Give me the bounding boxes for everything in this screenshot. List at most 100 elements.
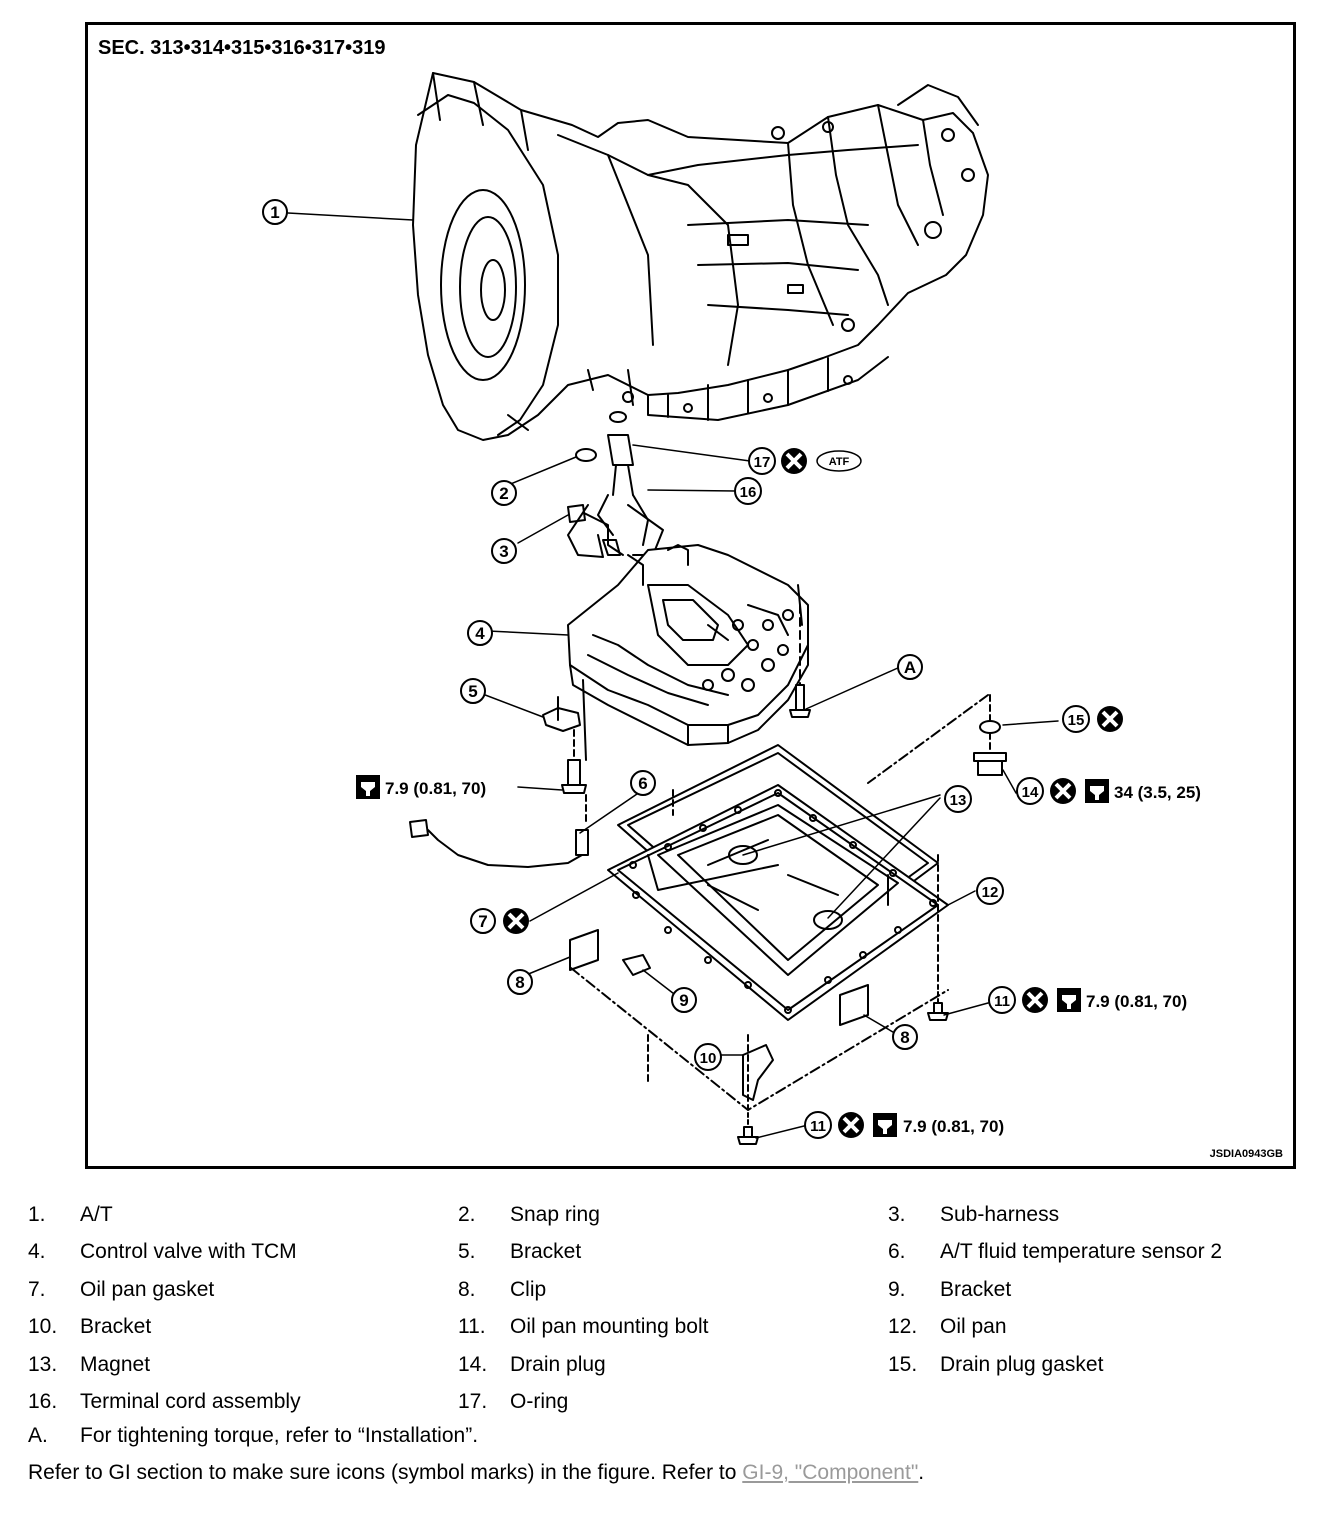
legend-row: 16.Terminal cord assembly 17.O-ring [28, 1384, 1318, 1422]
svg-text:11: 11 [810, 1118, 826, 1135]
svg-text:4: 4 [475, 624, 485, 643]
do-not-reuse-icon-17 [781, 448, 807, 474]
callouts: 1 2 3 4 5 6 7 8 9 8 10 11 11 12 13 14 15… [262, 199, 1090, 1139]
legend-item: 10.Bracket [28, 1315, 152, 1339]
legend-item: 8.Clip [458, 1277, 547, 1301]
section-title: SEC. 313•314•315•316•317•319 [98, 37, 386, 59]
do-not-reuse-icon-11-right [1022, 987, 1048, 1013]
callout-10: 10 [694, 1043, 722, 1071]
callout-13: 13 [944, 785, 972, 813]
svg-text:15: 15 [1068, 712, 1085, 729]
callout-4: 4 [467, 620, 493, 646]
torque-values: 7.9 (0.81, 70) 34 (3.5, 25) 7.9 (0.81, 7… [385, 779, 1201, 1136]
svg-text:14: 14 [1022, 784, 1039, 801]
bolt-a-drawing [789, 604, 811, 718]
do-not-reuse-icon-15 [1097, 706, 1123, 732]
legend-item: 6.A/T fluid temperature sensor 2 [888, 1240, 1223, 1264]
torque-icon-pan-bolt-right [1057, 988, 1081, 1012]
legend-item: 13.Magnet [28, 1352, 151, 1376]
torque-icon-bracket-bolt [356, 775, 380, 799]
callout-14: 14 [1016, 777, 1044, 805]
torque-drain-plug: 34 (3.5, 25) [1114, 783, 1201, 802]
svg-text:3: 3 [499, 542, 508, 561]
callout-16: 16 [734, 477, 762, 505]
reference-text: Refer to GI section to make sure icons (… [28, 1461, 743, 1484]
legend-item: 16.Terminal cord assembly [28, 1390, 301, 1414]
leader-lines [287, 212, 1059, 1139]
legend-item: 2.Snap ring [458, 1202, 600, 1226]
pan-bolt-bottom-drawing [737, 1112, 759, 1145]
legend-item: 7.Oil pan gasket [28, 1277, 215, 1301]
legend-item: 1.A/T [28, 1202, 113, 1226]
reference-note: Refer to GI section to make sure icons (… [28, 1461, 924, 1485]
callout-11-right: 11 [988, 986, 1016, 1014]
bracket-5-drawing [542, 679, 587, 761]
torque-bracket-bolt: 7.9 (0.81, 70) [385, 779, 486, 798]
svg-text:6: 6 [638, 774, 647, 793]
legend-row: 10.Bracket 11.Oil pan mounting bolt 12.O… [28, 1309, 1318, 1347]
callout-8-right: 8 [892, 1024, 918, 1050]
callout-17: 17 [748, 447, 776, 475]
svg-text:11: 11 [994, 993, 1010, 1010]
component-link[interactable]: GI-9, "Component" [742, 1461, 919, 1484]
legend-item: 9.Bracket [888, 1277, 1012, 1301]
callout-11-bottom: 11 [804, 1111, 832, 1139]
do-not-reuse-icon-7 [503, 908, 529, 934]
callout-15: 15 [1062, 705, 1090, 733]
diagram-drawing: 1 2 3 4 5 6 7 8 9 8 10 11 11 12 13 14 15… [262, 72, 1201, 1145]
parts-legend: 1.A/T 2.Snap ring 3.Sub-harness 4.Contro… [28, 1196, 1318, 1421]
legend-item: 5.Bracket [458, 1240, 582, 1264]
svg-text:17: 17 [754, 454, 771, 471]
torque-pan-bolt-bottom: 7.9 (0.81, 70) [903, 1117, 1004, 1136]
callout-6: 6 [630, 770, 656, 796]
svg-text:9: 9 [679, 991, 688, 1010]
drain-plug-drawing [973, 694, 1007, 776]
callout-1: 1 [262, 199, 288, 225]
do-not-reuse-icons [503, 448, 1123, 1138]
terminal-cord-drawing [567, 411, 664, 558]
pan-bolt-right-drawing [927, 984, 949, 1021]
legend-row: 13.Magnet 14.Drain plug 15.Drain plug ga… [28, 1346, 1318, 1384]
sub-harness-drawing [567, 504, 624, 556]
legend-item: 17.O-ring [458, 1390, 569, 1414]
temp-sensor-drawing [409, 819, 589, 868]
svg-text:1: 1 [270, 203, 279, 222]
control-valve-drawing [567, 544, 809, 746]
bracket-bolt-drawing [561, 729, 587, 826]
legend-item: 12.Oil pan [888, 1315, 1007, 1339]
callout-9: 9 [671, 987, 697, 1013]
clip-8-right-drawing [839, 984, 869, 1026]
torque-icons [356, 775, 1109, 1137]
svg-text:ATF: ATF [829, 456, 850, 468]
clip-8-left-drawing [569, 929, 599, 971]
legend-row: 7.Oil pan gasket 8.Clip 9.Bracket [28, 1271, 1318, 1309]
svg-text:10: 10 [700, 1050, 717, 1067]
torque-pan-bolt-right: 7.9 (0.81, 70) [1086, 992, 1187, 1011]
do-not-reuse-icon-14 [1050, 778, 1076, 804]
callout-3: 3 [491, 538, 517, 564]
oil-pan-drawing [570, 694, 989, 1111]
legend-row: 1.A/T 2.Snap ring 3.Sub-harness [28, 1196, 1318, 1234]
legend-item: 11.Oil pan mounting bolt [458, 1315, 709, 1339]
callout-8-left: 8 [507, 969, 533, 995]
note-a-marker: A. [28, 1424, 48, 1447]
legend-item: 3.Sub-harness [888, 1202, 1060, 1226]
svg-text:13: 13 [950, 792, 967, 809]
reference-end: . [918, 1461, 925, 1484]
note-a-text: For tightening torque, refer to “Install… [80, 1424, 479, 1447]
figure-id: JSDIA0943GB [1209, 1148, 1283, 1160]
legend-row: 4.Control valve with TCM 5.Bracket 6.A/T… [28, 1234, 1318, 1272]
svg-text:12: 12 [982, 884, 999, 901]
legend-item: 4.Control valve with TCM [28, 1240, 297, 1264]
svg-text:8: 8 [515, 973, 524, 992]
do-not-reuse-icon-11-bottom [838, 1112, 864, 1138]
svg-text:5: 5 [468, 682, 477, 701]
note-a: A. For tightening torque, refer to “Inst… [28, 1424, 478, 1448]
svg-text:A: A [904, 658, 916, 677]
legend-item: 14.Drain plug [458, 1352, 606, 1376]
callout-2: 2 [491, 480, 517, 506]
svg-text:8: 8 [900, 1028, 909, 1047]
legend-item: 15.Drain plug gasket [888, 1352, 1104, 1376]
torque-icon-pan-bolt-bottom [873, 1113, 897, 1137]
svg-text:2: 2 [499, 484, 508, 503]
